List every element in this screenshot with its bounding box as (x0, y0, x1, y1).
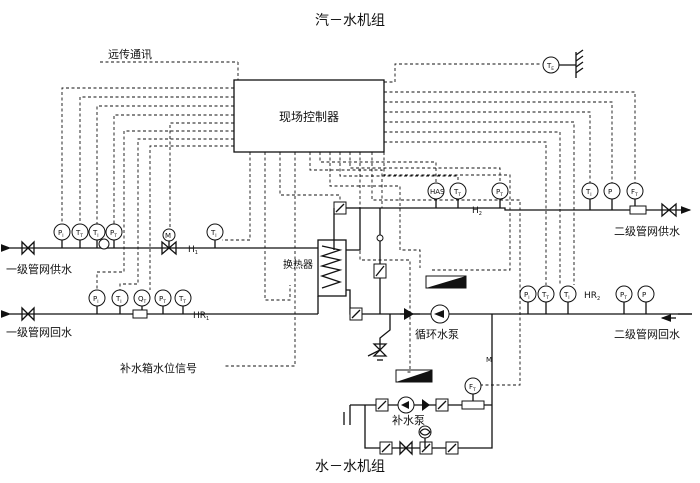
svg-text:M: M (486, 356, 492, 364)
svg-text:TI: TI (115, 295, 122, 305)
heat-exchanger-label: 换热器 (283, 258, 313, 271)
svg-text:PI: PI (93, 295, 99, 305)
title-bottom: 水－水机组 (315, 459, 385, 475)
svg-text:FT: FT (469, 383, 476, 393)
secondary-supply-label: 二级管网供水 (614, 224, 680, 238)
instruments-primary-supply: PI TT TI PT (53, 223, 123, 250)
secondary-supply-pipe (346, 206, 692, 251)
node-h2: H2 (472, 206, 482, 217)
node-h1: H1 (188, 245, 198, 256)
svg-text:QT: QT (138, 295, 147, 305)
heat-exchanger (317, 239, 347, 297)
field-controller-label: 现场控制器 (279, 110, 339, 124)
svg-text:PT: PT (620, 291, 627, 301)
pump-speed-indicator (426, 276, 466, 288)
makeup-speed-indicator (396, 370, 432, 382)
signal-lines-left (61, 87, 234, 290)
svg-text:TI: TI (563, 291, 570, 301)
svg-text:M: M (165, 232, 171, 240)
svg-text:TT: TT (75, 229, 83, 239)
temp-sensor-h1 (206, 223, 224, 241)
svg-text:TT: TT (178, 295, 186, 305)
makeup-pump-label: 补水泵 (392, 414, 425, 427)
primary-return-label: 一级管网回水 (6, 325, 72, 339)
motor-valve-primary: M (161, 228, 177, 256)
signal-lines-down (222, 63, 636, 386)
bypass-line (373, 208, 387, 314)
circulation-pump-label: 循环水泵 (415, 328, 459, 341)
instruments-secondary-return: PI TT TI PT P (519, 285, 655, 314)
title-top: 汽－水机组 (315, 13, 385, 29)
svg-text:TE: TE (546, 62, 554, 72)
node-hr1: HR1 (193, 311, 209, 322)
svg-text:PI: PI (58, 229, 64, 239)
secondary-return-pipe (346, 289, 692, 315)
svg-text:TT: TT (541, 291, 549, 301)
svg-text:PT: PT (159, 295, 166, 305)
remote-comm-label: 远传通讯 (108, 48, 152, 61)
svg-text:FT: FT (631, 188, 638, 198)
field-controller-box (233, 79, 385, 153)
instruments-secondary-supply: TI P FT (581, 182, 677, 218)
svg-text:TI: TI (92, 229, 99, 239)
valve-primary-supply (21, 240, 35, 256)
svg-text:TI: TI (585, 188, 592, 198)
instruments-secondary-top: HAS TT PT (427, 182, 509, 208)
svg-text:TI: TI (210, 229, 217, 239)
svg-text:HAS: HAS (430, 188, 445, 196)
makeup-bypass (364, 405, 493, 456)
secondary-return-label: 二级管网回水 (614, 327, 680, 341)
svg-text:TT: TT (453, 188, 461, 198)
node-hr2: HR2 (584, 291, 600, 302)
svg-text:PT: PT (496, 188, 503, 198)
makeup-pump-line: FT (343, 377, 492, 425)
svg-text:PI: PI (524, 291, 530, 301)
svg-text:P: P (642, 291, 646, 299)
svg-text:P: P (608, 188, 612, 196)
tank-level-signal-label: 补水箱水位信号 (120, 361, 197, 375)
primary-supply-label: 一级管网供水 (6, 262, 72, 276)
primary-return-pipe (0, 296, 319, 318)
instruments-primary-return: PI TI QT PT TT (88, 289, 192, 319)
valve-primary-return (21, 306, 35, 322)
svg-text:PT: PT (110, 229, 117, 239)
makeup-connection: M (486, 314, 493, 405)
circulation-pump (400, 304, 450, 324)
drain-valve (367, 314, 391, 361)
